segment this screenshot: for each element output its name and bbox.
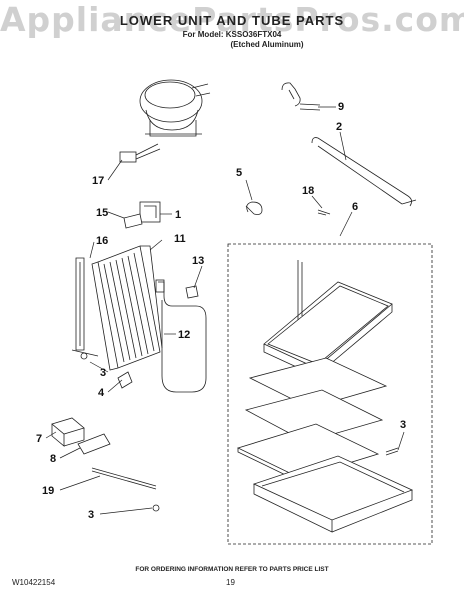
- part-15-plate: [123, 213, 143, 229]
- callout-6: 6: [352, 201, 358, 213]
- part-3-screw-right: [385, 447, 399, 456]
- callout-16: 16: [96, 235, 108, 247]
- callout-7: 7: [36, 433, 42, 445]
- part-19-rod: [91, 467, 160, 512]
- callout-17: 17: [92, 175, 104, 187]
- callout-2: 2: [336, 121, 342, 133]
- ordering-note: FOR ORDERING INFORMATION REFER TO PARTS …: [135, 566, 329, 573]
- callout-4: 4: [98, 387, 105, 399]
- part-9-tube-fitting: [281, 82, 321, 111]
- part-1-bracket: [139, 201, 161, 223]
- callout-5: 5: [236, 167, 242, 179]
- callout-3-right: 3: [400, 419, 406, 431]
- compressor-part: [139, 79, 211, 137]
- part-2-tube: [311, 137, 417, 207]
- pad-sheets: [236, 357, 388, 483]
- part-4-bracket: [117, 371, 133, 389]
- callout-15: 15: [96, 207, 108, 219]
- bottom-tray: [252, 455, 414, 533]
- part-17-connector: [119, 143, 161, 163]
- callout-1: 1: [175, 209, 181, 221]
- part-6-drain-pan-group: [227, 243, 433, 545]
- watermark-text: AppliancePartsPros.com: [0, 0, 464, 39]
- callout-8: 8: [50, 453, 56, 465]
- callout-12: 12: [178, 329, 190, 341]
- part-8-plate: [77, 433, 111, 455]
- part-11-condenser-coil: [91, 245, 163, 371]
- part-3-screw-left: [80, 352, 88, 360]
- page-title: LOWER UNIT AND TUBE PARTS: [119, 13, 345, 28]
- callout-11: 11: [174, 233, 186, 245]
- part-7-box: [51, 417, 85, 447]
- part-5-clip: [245, 201, 263, 215]
- header: LOWER UNIT AND TUBE PARTS For Model: KSS…: [0, 13, 464, 49]
- callout-13: 13: [192, 255, 204, 267]
- part-18-screw: [317, 209, 331, 216]
- callout-9: 9: [338, 101, 344, 113]
- page-number: 19: [226, 578, 235, 587]
- part-13-clip: [185, 285, 199, 299]
- page-subtitle: (Etched Aluminum): [230, 40, 304, 49]
- part-16-brace: [71, 257, 99, 357]
- model-line: For Model: KSSO36FTX04: [182, 30, 282, 39]
- callout-3-bottom: 3: [88, 509, 94, 521]
- part-12-tube: [155, 279, 207, 393]
- callout-19: 19: [42, 485, 54, 497]
- callout-18: 18: [302, 185, 314, 197]
- document-number: W10422154: [12, 578, 56, 587]
- drain-pan: [263, 260, 393, 377]
- callout-3-left: 3: [100, 367, 106, 379]
- leader-lines: [45, 106, 405, 515]
